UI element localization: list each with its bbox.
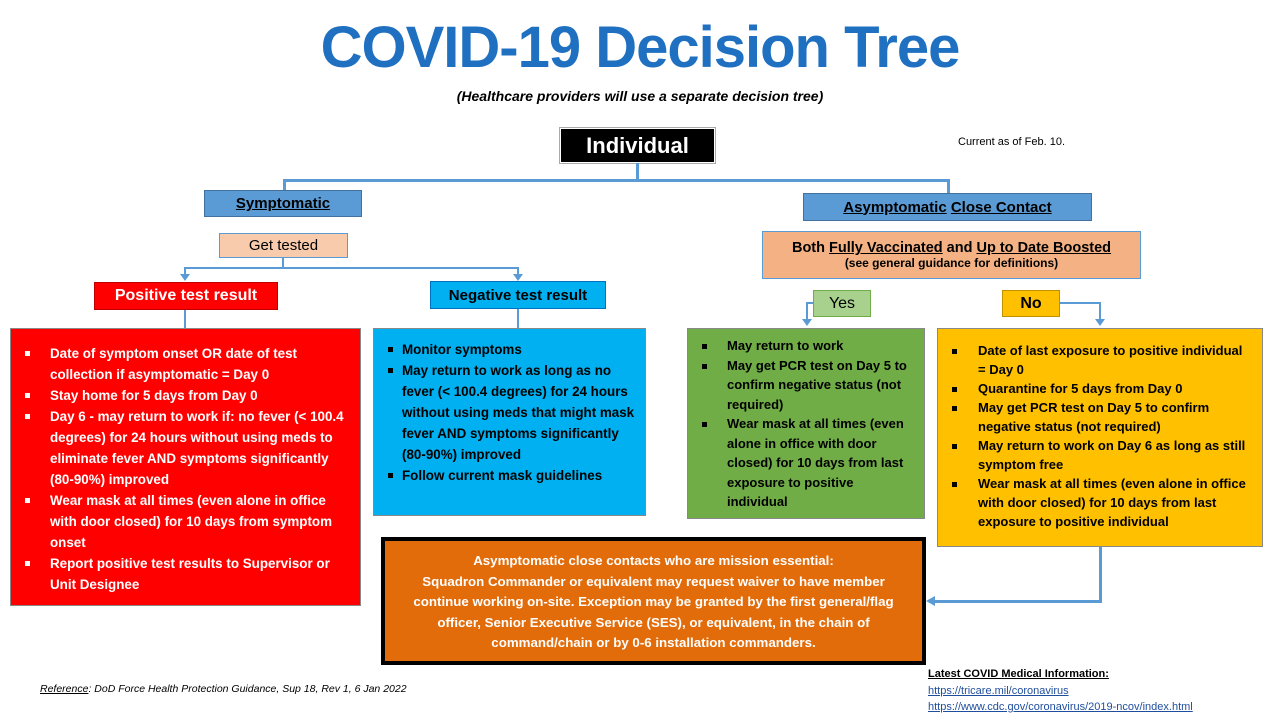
connector: [283, 179, 950, 182]
yes-node: Yes: [813, 290, 871, 317]
q-fully-vaccinated: Fully Vaccinated: [829, 240, 943, 256]
mission-essential-heading: Asymptomatic close contacts who are miss…: [473, 553, 834, 568]
list-item: May return to work: [700, 336, 914, 356]
list-item: Day 6 - may return to work if: no fever …: [23, 406, 350, 490]
positive-guidance-panel: Date of symptom onset OR date of test co…: [10, 328, 361, 606]
connector: [184, 310, 186, 328]
reference-label: Reference: [40, 683, 89, 695]
mission-essential-body: Squadron Commander or equivalent may req…: [413, 573, 894, 651]
connector: [806, 302, 814, 304]
no-node: No: [1002, 290, 1060, 317]
list-item: May get PCR test on Day 5 to confirm neg…: [950, 398, 1252, 436]
list-item: May return to work as long as no fever (…: [386, 360, 639, 465]
list-item: May return to work on Day 6 as long as s…: [950, 436, 1252, 474]
q-text: and: [942, 240, 977, 256]
reference: Reference: DoD Force Health Protection G…: [40, 683, 407, 695]
reference-text: : DoD Force Health Protection Guidance, …: [88, 683, 407, 695]
arrow-down-icon: [1095, 319, 1105, 326]
connector: [184, 267, 519, 269]
connector: [934, 600, 1102, 603]
negative-result-node: Negative test result: [430, 281, 606, 309]
positive-result-node: Positive test result: [94, 282, 278, 310]
list-item: Date of last exposure to positive indivi…: [950, 341, 1252, 379]
close-contact-label: Close Contact: [950, 198, 1052, 216]
yes-guidance-panel: May return to work May get PCR test on D…: [687, 328, 925, 519]
connector: [1060, 302, 1101, 304]
list-item: Wear mask at all times (even alone in of…: [950, 474, 1252, 531]
mission-essential-panel: Asymptomatic close contacts who are miss…: [381, 537, 926, 665]
tricare-link[interactable]: https://tricare.mil/coronavirus: [928, 684, 1069, 697]
list-item: Monitor symptoms: [386, 339, 639, 360]
connector: [517, 309, 519, 328]
connector: [806, 302, 808, 320]
negative-guidance-panel: Monitor symptoms May return to work as l…: [373, 328, 646, 516]
arrow-left-icon: [926, 596, 935, 606]
connector: [1099, 547, 1102, 603]
page-title: COVID-19 Decision Tree: [320, 15, 961, 80]
asymptomatic-label: Asymptomatic: [843, 198, 947, 216]
arrow-down-icon: [513, 274, 523, 281]
subtitle: (Healthcare providers will use a separat…: [456, 88, 824, 104]
vaccination-question-node: Both Fully Vaccinated and Up to Date Boo…: [762, 231, 1141, 279]
connector: [947, 179, 950, 193]
list-item: Date of symptom onset OR date of test co…: [23, 343, 350, 385]
q-text: Both: [791, 240, 830, 256]
links-heading: Latest COVID Medical Information:: [928, 668, 1109, 680]
get-tested-node: Get tested: [219, 233, 348, 258]
arrow-down-icon: [180, 274, 190, 281]
connector: [1099, 302, 1101, 320]
current-as-of: Current as of Feb. 10.: [958, 136, 1065, 148]
asymptomatic-close-contact-node: Asymptomatic Close Contact: [803, 193, 1092, 221]
cdc-link[interactable]: https://www.cdc.gov/coronavirus/2019-nco…: [928, 701, 1193, 713]
list-item: Report positive test results to Supervis…: [23, 553, 350, 595]
links-section: Latest COVID Medical Information: https:…: [928, 666, 1193, 716]
q-subtext: (see general guidance for definitions): [844, 256, 1059, 270]
list-item: Wear mask at all times (even alone in of…: [700, 414, 914, 512]
connector: [282, 258, 284, 268]
connector: [283, 179, 286, 191]
list-item: Quarantine for 5 days from Day 0: [950, 379, 1252, 398]
no-guidance-panel: Date of last exposure to positive indivi…: [937, 328, 1263, 547]
list-item: Follow current mask guidelines: [386, 465, 639, 486]
connector: [184, 267, 186, 275]
list-item: Wear mask at all times (even alone in of…: [23, 490, 350, 553]
root-node-individual: Individual: [559, 127, 716, 164]
symptomatic-node: Symptomatic: [204, 190, 362, 217]
connector: [517, 267, 519, 275]
list-item: Stay home for 5 days from Day 0: [23, 385, 350, 406]
q-boosted: Up to Date Boosted: [976, 240, 1112, 256]
arrow-down-icon: [802, 319, 812, 326]
list-item: May get PCR test on Day 5 to confirm neg…: [700, 356, 914, 415]
symptomatic-label: Symptomatic: [235, 195, 331, 212]
connector: [636, 163, 639, 181]
